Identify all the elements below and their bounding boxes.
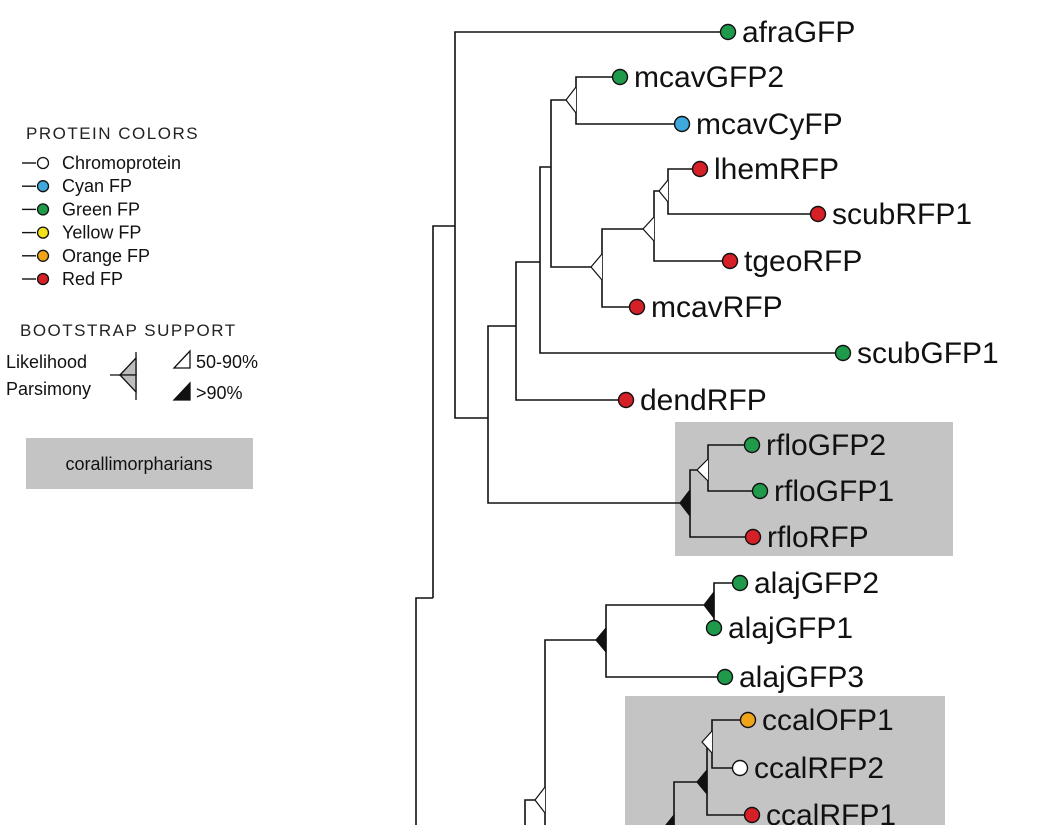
- bootstrap-open-triangle-icon: [172, 349, 191, 369]
- leaf-dot-tgeoRFP: [721, 252, 739, 270]
- leaf-label-rfloGFP2: rfloGFP2: [766, 429, 886, 462]
- leaf-dot-rfloGFP2: [743, 436, 761, 454]
- leaf-label-mcavGFP2: mcavGFP2: [634, 61, 784, 94]
- legend-label-green: Green FP: [62, 199, 140, 219]
- leaf-label-alajGFP1: alajGFP1: [728, 612, 853, 645]
- leaf-dot-dendRFP: [617, 391, 635, 409]
- leaf-dot-rfloRFP: [744, 528, 762, 546]
- leaf-dot-alajGFP3: [716, 668, 734, 686]
- leaf-dot-mcavRFP: [628, 298, 646, 316]
- leaf-dot-mcavCyFP: [673, 115, 691, 133]
- protein-colors-title: PROTEIN COLORS: [26, 124, 199, 143]
- leaf-dot-lhemRFP: [691, 160, 709, 178]
- legend-label-yellow: Yellow FP: [62, 223, 141, 243]
- legend-label-orange: Orange FP: [62, 246, 150, 266]
- leaf-dot-scubRFP1: [809, 205, 827, 223]
- bootstrap-markers: [534, 86, 715, 825]
- bootstrap-support-title: BOOTSTRAP SUPPORT: [20, 321, 237, 340]
- leaf-label-mcavCyFP: mcavCyFP: [696, 108, 843, 141]
- leaf-label-ccalOFP1: ccalOFP1: [762, 704, 894, 737]
- likelihood-label: Likelihood: [6, 352, 87, 372]
- leaf-dot-ccalRFP1: [743, 806, 761, 824]
- leaf-dot-mcavGFP2: [611, 68, 629, 86]
- leaf-dot-ccalRFP2: [731, 759, 749, 777]
- corallimorpharians-key-box: [26, 438, 253, 489]
- leaf-label-lhemRFP: lhemRFP: [714, 153, 839, 186]
- legend-label-cyan: Cyan FP: [62, 176, 132, 196]
- bootstrap-moderate-label: 50-90%: [196, 352, 258, 372]
- leaf-label-rfloGFP1: rfloGFP1: [774, 475, 894, 508]
- leaf-label-dendRFP: dendRFP: [640, 384, 767, 417]
- legend-swatch-yellow: [36, 226, 50, 239]
- corallimorpharians-key-label: corallimorpharians: [65, 454, 212, 474]
- leaf-label-scubRFP1: scubRFP1: [832, 198, 972, 231]
- legend-swatch-orange: [36, 249, 50, 262]
- leaf-label-afraGFP: afraGFP: [742, 16, 855, 49]
- legend-swatch-chromoprotein: [36, 156, 50, 170]
- leaf-dot-alajGFP1: [705, 619, 723, 637]
- legend-swatch-green: [36, 203, 50, 216]
- leaf-label-ccalRFP2: ccalRFP2: [754, 752, 884, 785]
- leaf-dot-alajGFP2: [731, 574, 749, 592]
- leaf-label-mcavRFP: mcavRFP: [651, 291, 783, 324]
- leaf-dot-rfloGFP1: [751, 482, 769, 500]
- bootstrap-example-marker: [110, 352, 137, 400]
- leaf-label-alajGFP3: alajGFP3: [739, 661, 864, 694]
- legend-label-chromoprotein: Chromoprotein: [62, 153, 181, 173]
- leaf-label-rfloRFP: rfloRFP: [767, 521, 869, 554]
- leaf-label-alajGFP2: alajGFP2: [754, 567, 879, 600]
- parsimony-label: Parsimony: [6, 379, 91, 399]
- tree-leaves: afraGFP mcavGFP2 mcavCyFP lhemRFP scubRFP1 tg…: [611, 16, 999, 825]
- ccal-clade-box: [625, 696, 945, 825]
- leaf-label-scubGFP1: scubGFP1: [857, 337, 999, 370]
- leaf-dot-ccalOFP1: [739, 711, 757, 729]
- legend-swatch-red: [36, 272, 50, 286]
- leaf-dot-afraGFP: [719, 23, 737, 41]
- leaf-label-ccalRFP1: ccalRFP1: [766, 799, 896, 825]
- leaf-label-tgeoRFP: tgeoRFP: [744, 245, 862, 278]
- bootstrap-filled-triangle-icon: [172, 381, 191, 401]
- leaf-dot-scubGFP1: [834, 344, 852, 362]
- legend-swatch-cyan: [36, 180, 50, 193]
- bootstrap-high-label: >90%: [196, 383, 243, 403]
- legend-label-red: Red FP: [62, 269, 123, 289]
